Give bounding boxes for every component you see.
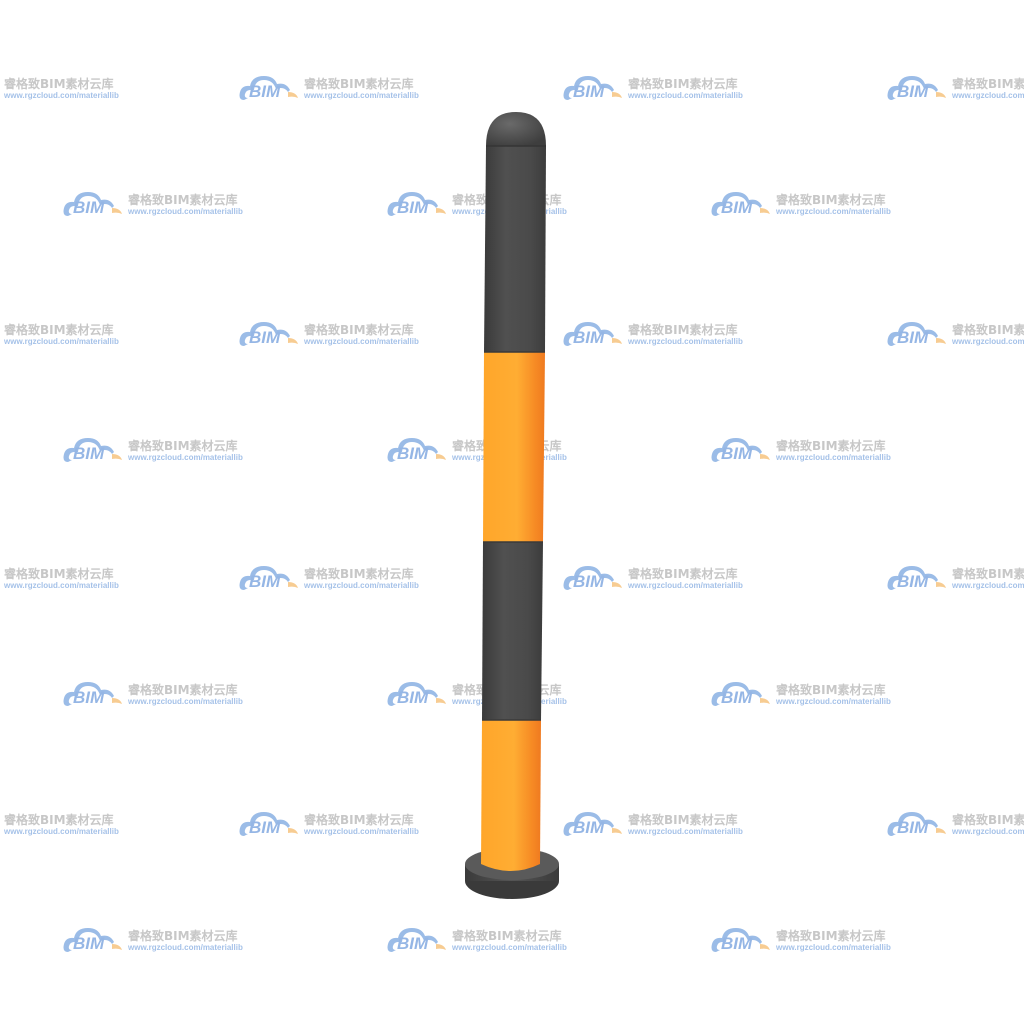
bollard-band-orange-lower [481, 720, 541, 871]
bollard-band-dark-middle [482, 542, 543, 720]
bollard-cap [486, 112, 546, 146]
bollard-band-dark-top [484, 146, 546, 352]
bollard-band-orange-upper [483, 352, 545, 542]
